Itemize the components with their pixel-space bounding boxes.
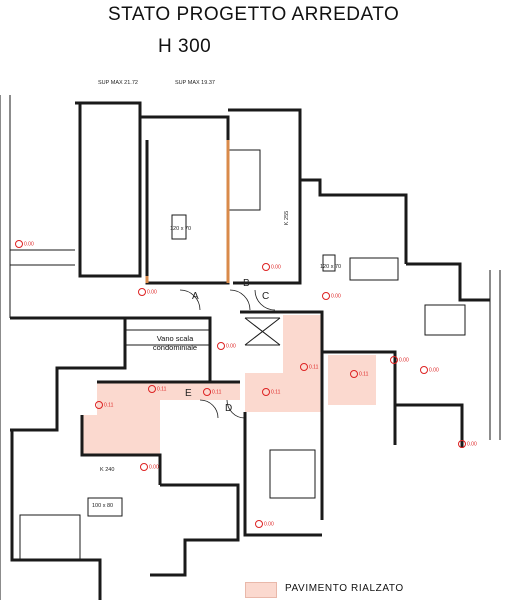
table-label-2: 120 x 70	[320, 264, 342, 270]
legend-label: PAVIMENTO RIALZATO	[285, 583, 404, 594]
level-mark: 0.11	[350, 370, 368, 378]
sup-label-2: SUP MAX 19.37	[175, 80, 215, 86]
door-label-e: E	[185, 388, 192, 399]
level-mark: 0.00	[15, 240, 34, 248]
level-mark: 0.11	[95, 401, 113, 409]
level-mark: 0.11	[203, 388, 221, 396]
level-mark: 0.00	[140, 463, 159, 471]
level-mark: 0.00	[262, 263, 281, 271]
door-label-c: C	[262, 291, 270, 302]
thin-lines	[0, 95, 501, 600]
level-mark: 0.11	[148, 385, 166, 393]
door-swings	[179, 289, 276, 419]
room-label-k240: K 240	[100, 467, 115, 473]
level-mark: 0.00	[217, 342, 236, 350]
level-mark: 0.00	[255, 520, 274, 528]
legend-swatch	[245, 582, 277, 598]
accent-walls	[145, 140, 230, 283]
door-label-b: B	[243, 278, 250, 289]
level-mark: 0.00	[458, 440, 477, 448]
level-mark: 0.00	[420, 366, 439, 374]
level-mark: 0.00	[322, 292, 341, 300]
stair-label: Vano scala condominiale	[152, 334, 198, 352]
room-label-k255: K 255	[284, 210, 291, 226]
level-mark: 0.11	[262, 388, 280, 396]
plan-subtitle: H 300	[158, 36, 212, 57]
sup-label-1: SUP MAX 21.72	[98, 80, 138, 86]
door-label-d: D	[225, 403, 233, 414]
level-mark: 0.00	[390, 356, 409, 364]
door-label-a: A	[192, 291, 199, 302]
table-label-3: 100 x 80	[92, 503, 114, 509]
walls	[10, 101, 490, 600]
table-label-1: 120 x 70	[170, 226, 192, 232]
level-mark: 0.11	[300, 363, 318, 371]
level-mark: 0.00	[138, 288, 157, 296]
plan-title: STATO PROGETTO ARREDATO	[108, 4, 400, 25]
